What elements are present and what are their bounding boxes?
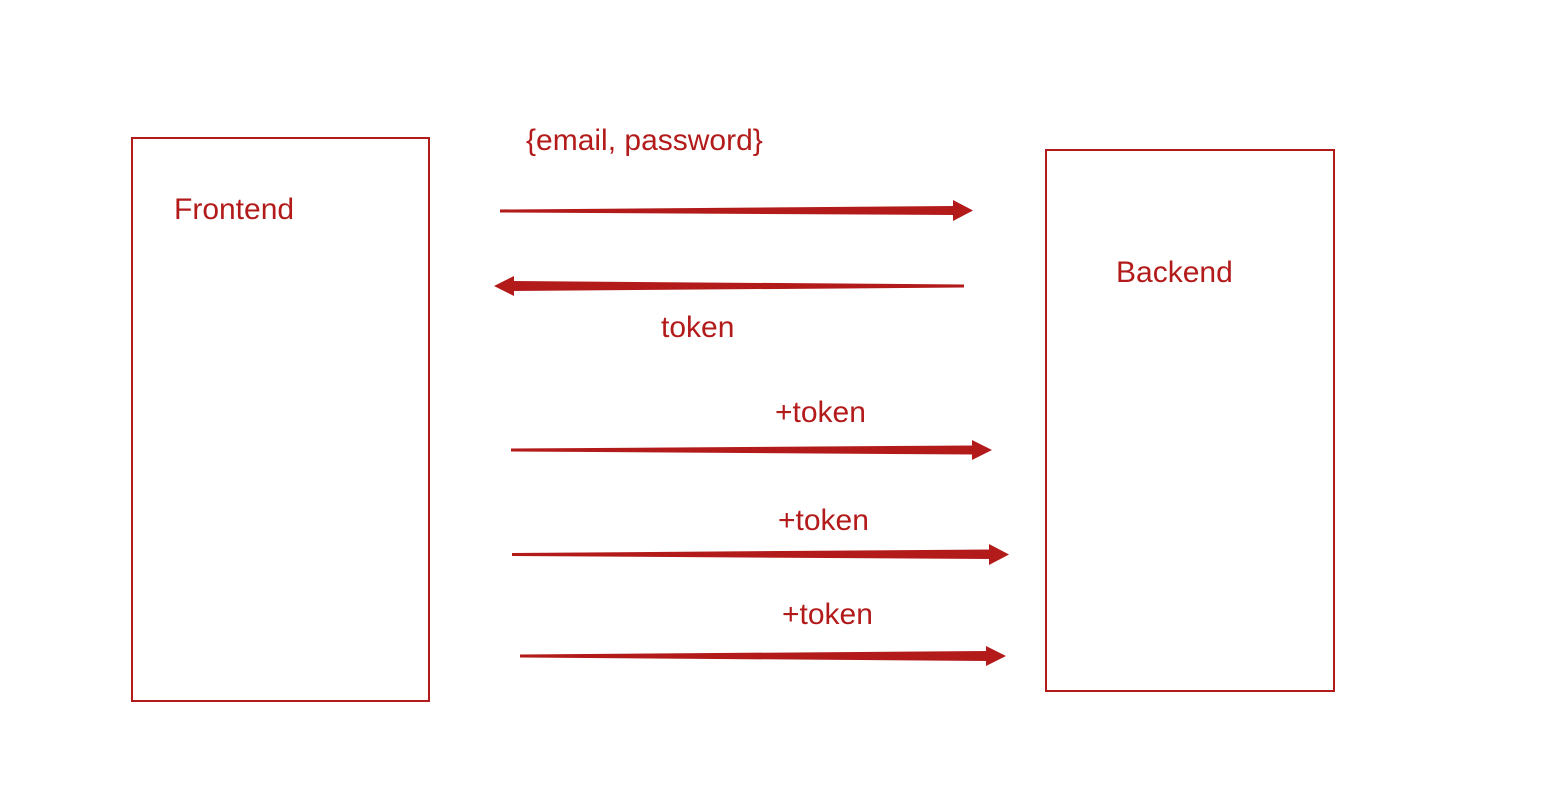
frontend-box <box>131 137 430 702</box>
frontend-label: Frontend <box>174 193 295 226</box>
token-response-arrow <box>494 276 964 296</box>
authed-request-arrow-2 <box>512 544 1009 565</box>
authed-request-label-3: +token <box>782 598 873 631</box>
credentials-arrow <box>500 200 973 221</box>
backend-label: Backend <box>1116 256 1233 289</box>
authed-request-arrow-3 <box>520 646 1006 666</box>
authed-request-arrow-1 <box>511 440 992 460</box>
authed-request-label-2: +token <box>778 504 869 537</box>
token-response-label: token <box>661 311 735 344</box>
credentials-message-label: {email, password} <box>526 124 763 157</box>
authed-request-label-1: +token <box>775 396 866 429</box>
backend-box <box>1045 149 1335 692</box>
